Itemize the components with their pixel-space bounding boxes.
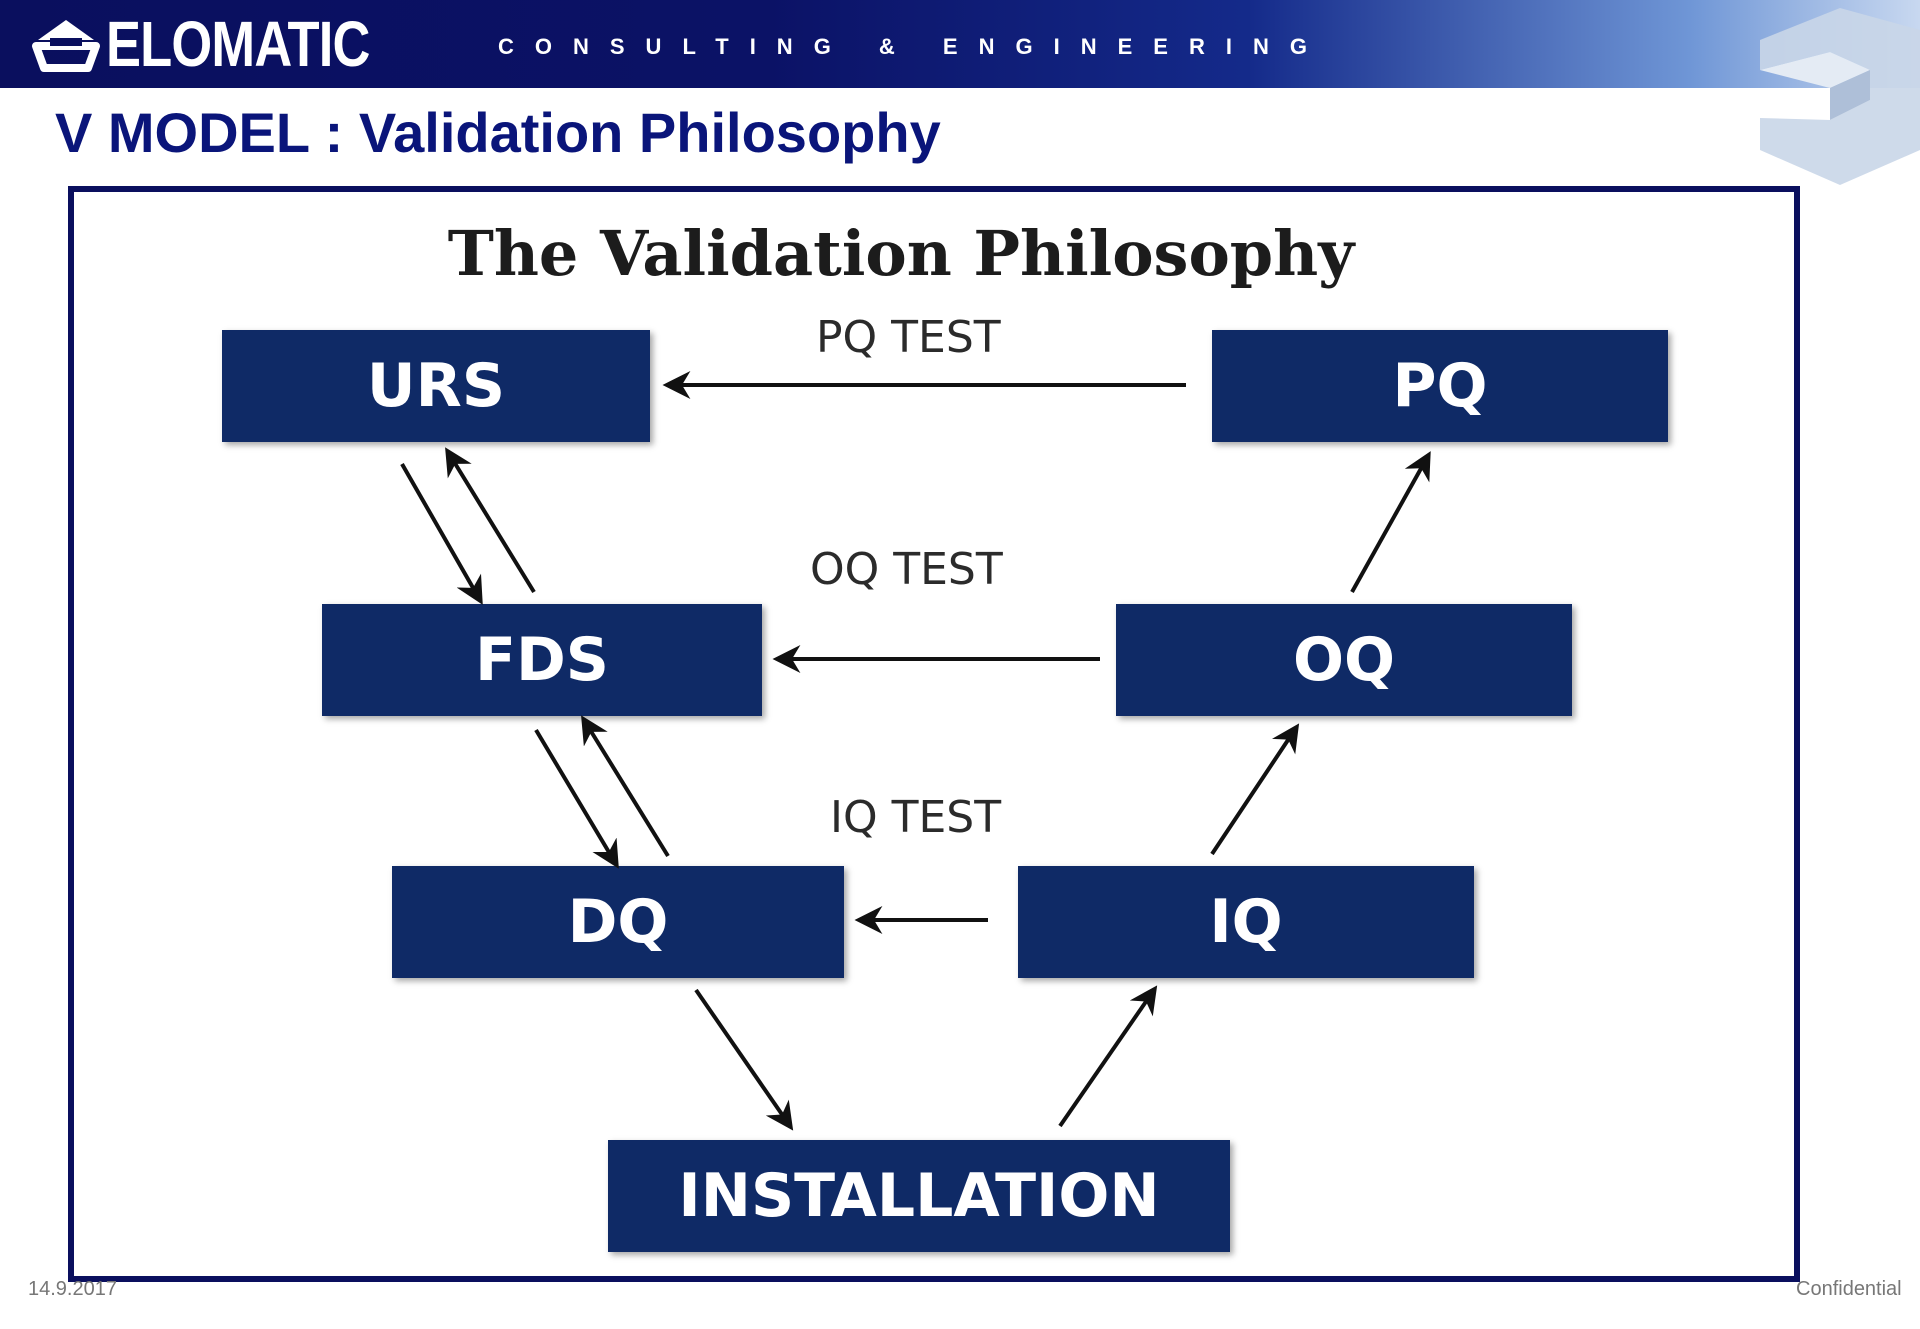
pq-label: PQ — [1392, 351, 1488, 421]
pq-box: PQ — [1212, 330, 1668, 442]
fds-to-urs-arrow — [445, 447, 536, 594]
oq-box: OQ — [1116, 604, 1572, 716]
pq-test-label: PQ TEST — [816, 312, 1001, 363]
page-title: V MODEL : Validation Philosophy — [55, 101, 941, 164]
iq-label: IQ — [1209, 887, 1283, 957]
elomatic-logo-icon — [32, 20, 100, 72]
corner-emblem-icon — [1760, 8, 1920, 185]
diagram-title: The Validation Philosophy — [447, 217, 1355, 290]
oq-test-label: OQ TEST — [810, 544, 1003, 595]
urs-to-fds-arrow — [400, 463, 483, 605]
installation-to-iq-arrow — [1058, 985, 1158, 1128]
iq-to-oq-arrow — [1210, 723, 1300, 856]
fds-label: FDS — [474, 625, 609, 695]
installation-box: INSTALLATION — [608, 1140, 1230, 1252]
fds-box: FDS — [322, 604, 762, 716]
header-tagline: CONSULTING & ENGINEERING — [498, 34, 1328, 59]
installation-label: INSTALLATION — [678, 1161, 1160, 1231]
footer-confidential: Confidential — [1796, 1278, 1902, 1300]
dq-to-fds-arrow — [581, 715, 670, 858]
footer-date: 14.9.2017 — [28, 1278, 117, 1300]
dq-to-installation-arrow — [694, 988, 794, 1131]
oq-label: OQ — [1292, 625, 1395, 695]
header-bar — [0, 0, 1920, 88]
oq-to-pq-arrow — [1350, 451, 1431, 593]
urs-label: URS — [366, 351, 506, 421]
urs-box: URS — [222, 330, 650, 442]
fds-to-dq-arrow — [534, 728, 619, 869]
dq-label: DQ — [567, 887, 669, 957]
brand-logo: ELOMATIC — [30, 8, 427, 80]
iq-test-label: IQ TEST — [830, 792, 1002, 843]
brand-name: ELOMATIC — [106, 8, 370, 80]
iq-box: IQ — [1018, 866, 1474, 978]
dq-box: DQ — [392, 866, 844, 978]
